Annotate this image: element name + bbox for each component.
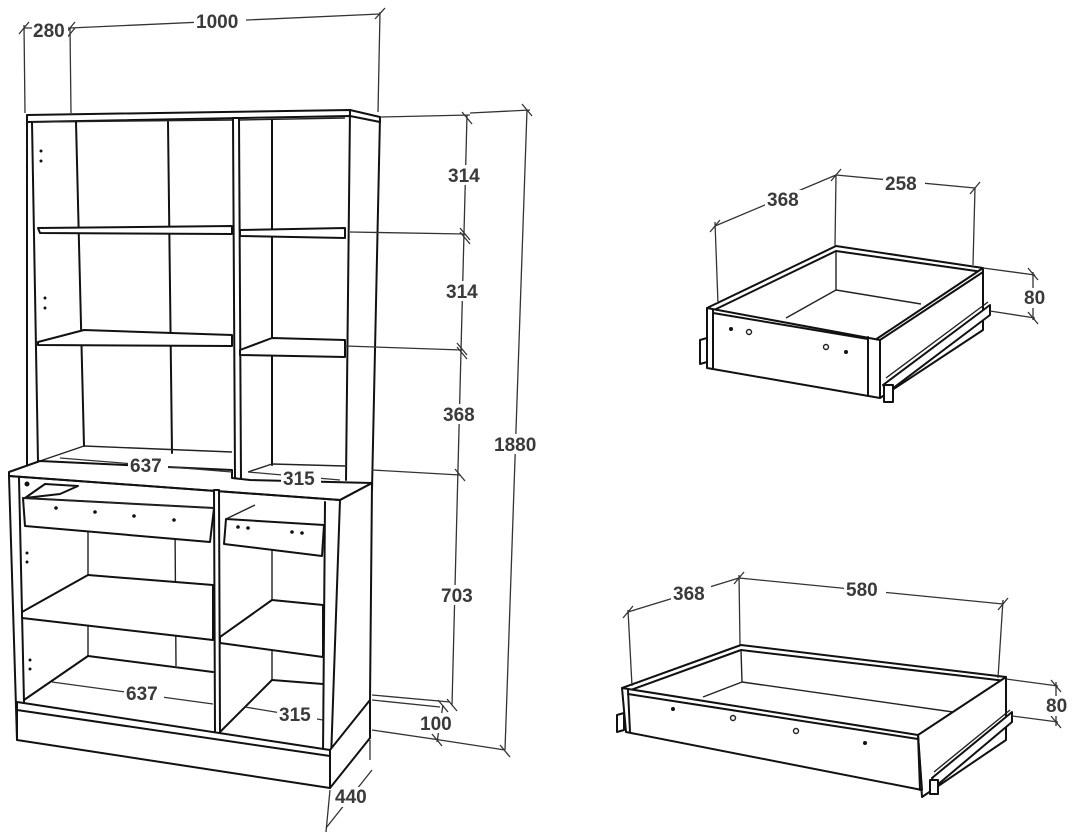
small-drawer-width: 258 bbox=[885, 174, 917, 195]
cabinet-drawer-right bbox=[223, 504, 325, 557]
small-drawer-dimensions: 368 258 80 bbox=[709, 168, 1051, 325]
large-drawer bbox=[616, 644, 1013, 798]
cabinet-drawer-left bbox=[22, 483, 215, 543]
dim-depth-bottom: 440 bbox=[335, 787, 367, 808]
large-drawer-dimensions: 368 580 80 bbox=[622, 571, 1073, 729]
cabinet-dimensions: 280 1000 314 314 368 703 bbox=[18, 7, 544, 833]
dim-width: 1000 bbox=[196, 12, 238, 33]
dim-left-width-bottom: 637 bbox=[126, 684, 158, 705]
dim-depth-top: 280 bbox=[33, 21, 65, 42]
dim-upper-section-3: 368 bbox=[443, 405, 475, 426]
dim-upper-section-1: 314 bbox=[448, 166, 480, 187]
dim-upper-section-2: 314 bbox=[446, 282, 478, 303]
small-drawer bbox=[699, 245, 991, 403]
large-drawer-width: 580 bbox=[846, 580, 878, 601]
small-drawer-height: 80 bbox=[1024, 288, 1045, 309]
small-drawer-depth: 368 bbox=[767, 190, 799, 211]
dim-right-width-top: 315 bbox=[283, 469, 315, 490]
dim-right-width-bottom: 315 bbox=[279, 705, 311, 726]
large-drawer-height: 80 bbox=[1046, 696, 1067, 717]
dim-left-width-top: 637 bbox=[130, 456, 162, 477]
dim-height-total: 1880 bbox=[494, 435, 536, 456]
dim-plinth-height: 100 bbox=[420, 714, 452, 735]
large-drawer-depth: 368 bbox=[673, 584, 705, 605]
dim-lower-section: 703 bbox=[441, 586, 473, 607]
cabinet bbox=[8, 109, 381, 789]
